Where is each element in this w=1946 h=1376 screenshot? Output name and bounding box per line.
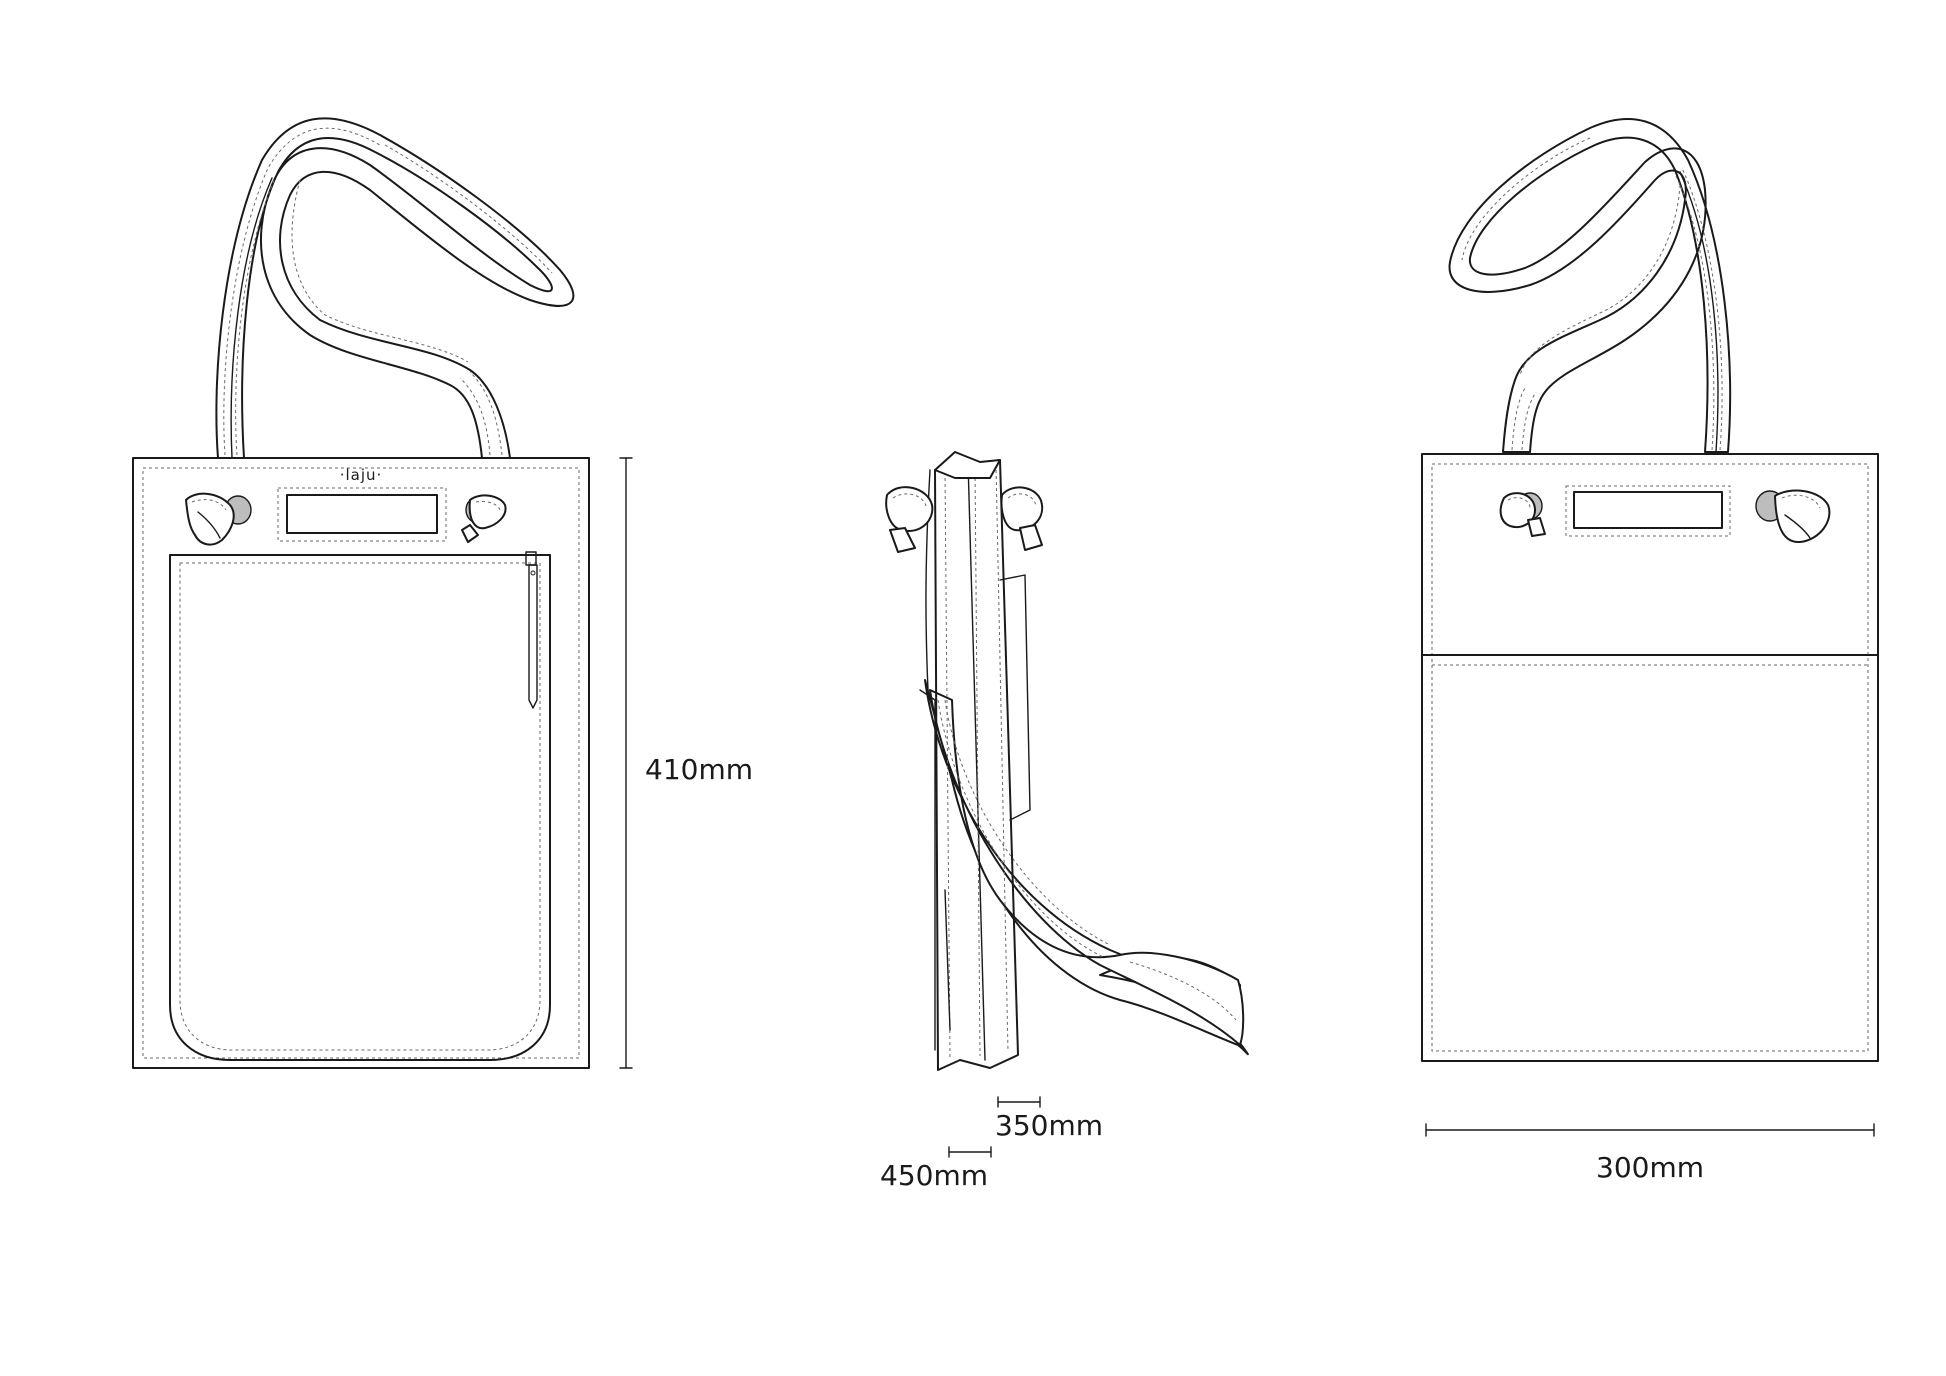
side-depth-outer-label: 450mm [880, 1159, 988, 1192]
side-right-knot [1000, 486, 1044, 551]
side-left-knot [885, 486, 934, 553]
front-height-dimension [619, 457, 633, 1069]
front-right-knot [461, 494, 507, 543]
side-view: 350mm 450mm [880, 451, 1249, 1192]
front-zipper-pull [525, 551, 538, 709]
front-strap [215, 117, 575, 459]
back-width-label: 300mm [1596, 1151, 1704, 1184]
side-depth-inner-label: 350mm [995, 1109, 1103, 1142]
side-depth-dimension-outer [948, 1146, 992, 1158]
front-view: ·laju· [132, 117, 753, 1069]
side-depth-dimension-inner [997, 1096, 1041, 1108]
back-right-knot [1755, 489, 1831, 544]
back-width-dimension [1425, 1123, 1875, 1137]
back-label-window [1565, 485, 1731, 537]
front-left-knot [185, 492, 252, 546]
brand-logo: ·laju· [340, 466, 383, 484]
front-label-window [277, 487, 447, 542]
front-height-label: 410mm [645, 753, 753, 786]
back-view: 300mm [1421, 117, 1879, 1184]
back-strap: 300mm [1421, 117, 1879, 1184]
back-left-knot [1499, 492, 1546, 537]
